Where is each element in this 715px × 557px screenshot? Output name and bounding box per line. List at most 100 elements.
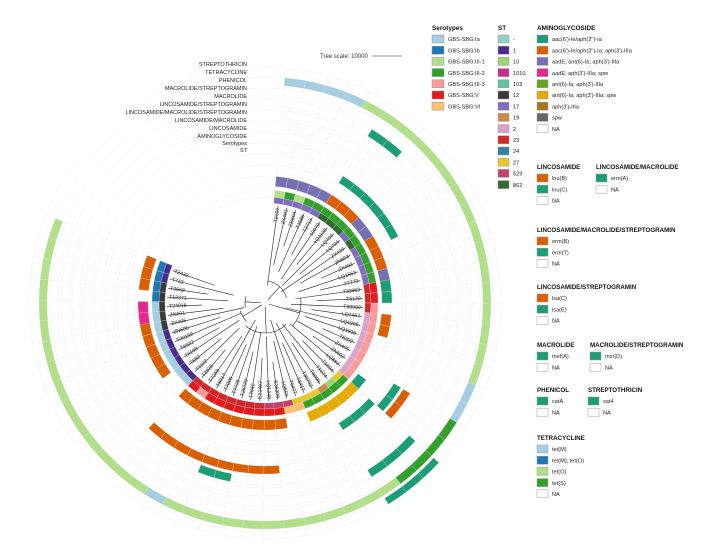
branch-line xyxy=(278,213,305,272)
ring-cell-empty xyxy=(435,269,447,288)
ring-cell-empty xyxy=(435,319,447,337)
legend-swatch xyxy=(595,173,608,183)
ring-cell-empty xyxy=(314,475,334,490)
ring-cell-empty xyxy=(104,359,119,378)
ring-cell-filled xyxy=(158,301,166,312)
ring-cell-empty xyxy=(115,287,125,302)
legend-swatch xyxy=(497,169,510,178)
ring-cell-filled xyxy=(216,459,234,471)
branch-line xyxy=(183,319,240,358)
ring-cell-empty xyxy=(432,335,445,354)
ring-cell-empty xyxy=(485,238,498,262)
legend-title: ST xyxy=(498,25,506,32)
legend-title: LINCOSAMIDE/MACROLIDE/STREPTOGRAMIN xyxy=(537,227,676,234)
ring-cell-empty xyxy=(299,491,320,504)
legend-swatch xyxy=(536,90,549,100)
ring-cell-empty xyxy=(90,234,104,254)
legend-swatch xyxy=(497,45,510,55)
ring-cell-empty xyxy=(276,441,292,452)
legend-title: LINCOSAMIDE/MACROLIDE xyxy=(596,164,679,171)
branch-line xyxy=(245,301,262,304)
ring-cell-empty xyxy=(127,313,138,327)
legend-swatch xyxy=(431,57,445,66)
legend-item-label: 27 xyxy=(513,160,519,166)
legend-item-label: aph(3')-IIIa xyxy=(552,104,580,110)
ring-cell-empty xyxy=(126,301,136,315)
legends: SerotypesGBS-SBG:IaGBS-SBG:IbGBS-SBG:III… xyxy=(431,25,684,499)
ring-cell-empty xyxy=(492,303,502,326)
legend-swatch xyxy=(431,34,445,44)
ring-cell-empty xyxy=(442,337,455,357)
legend-item-label: msr(D) xyxy=(605,354,622,360)
ring-cell-empty xyxy=(299,424,315,437)
legend-swatch xyxy=(536,489,549,499)
ring-cell-empty xyxy=(227,484,247,496)
ring-cell-filled xyxy=(273,407,286,416)
ring-cell-filled xyxy=(38,279,49,301)
ring-cell-empty xyxy=(38,214,53,238)
ring-cell-empty xyxy=(279,474,298,485)
ring-cell-empty xyxy=(207,490,228,504)
legend-item-label: NA xyxy=(552,262,560,268)
ring-cell-empty xyxy=(49,300,59,321)
ring-cell-empty xyxy=(317,485,338,500)
legend-swatch xyxy=(536,478,549,487)
legend-swatch xyxy=(497,180,510,189)
tip-label: T26729 xyxy=(240,378,250,397)
ring-cell-empty xyxy=(101,238,115,257)
ring-cell-empty xyxy=(432,252,445,272)
branch-line xyxy=(268,303,300,314)
legend-swatch xyxy=(536,362,549,372)
ring-cell-empty xyxy=(205,444,223,457)
branch-line xyxy=(291,342,321,385)
legend-swatch xyxy=(589,362,602,372)
ring-cell-empty xyxy=(107,256,120,274)
legend-swatch xyxy=(536,304,549,314)
ring-label: LINCOSAMIDE/MACROLIDE xyxy=(175,118,247,124)
ring-cell-empty xyxy=(453,339,466,360)
legend-swatch xyxy=(536,396,549,406)
ring-cell-empty xyxy=(400,328,412,345)
legend-item-label: GBS-SBG:III-2 xyxy=(448,71,485,77)
ring-cell-empty xyxy=(392,277,403,292)
legend-item-label: 1010 xyxy=(513,71,525,77)
legend-item-label: NA xyxy=(552,365,560,371)
tip-label: LQ2457 xyxy=(341,311,360,320)
ring-cell-filled xyxy=(474,240,488,264)
ring-cell-empty xyxy=(137,289,149,302)
ring-cell-filled xyxy=(252,419,265,431)
tip-label: ZX406 xyxy=(171,318,187,327)
branch-line xyxy=(250,331,262,401)
ring-label: MACROLIDE/STREPTOGRAMIN xyxy=(165,86,247,92)
branch-line xyxy=(172,270,215,286)
legend-item-label: aac(6')-Ie/aph(2'')-Ia; aph(3')-IIIa xyxy=(552,48,633,54)
ring-cell-empty xyxy=(389,326,401,342)
legend-swatch xyxy=(497,135,510,145)
ring-cell-empty xyxy=(305,444,323,458)
ring-label: Serotypes xyxy=(222,141,247,147)
ring-cell-empty xyxy=(305,70,329,83)
ring-cell-empty xyxy=(118,327,130,343)
legend-item-label: tet(M); tet(O) xyxy=(552,458,584,464)
ring-cell-empty xyxy=(410,330,423,348)
legend-swatch xyxy=(497,157,510,167)
ring-cell-empty xyxy=(288,167,303,178)
legend-swatch xyxy=(497,68,510,77)
ring-cell-empty xyxy=(54,241,67,263)
legend-item-label: tet(M) xyxy=(552,447,567,453)
ring-cell-empty xyxy=(437,353,451,374)
tip-label: E36309 xyxy=(272,380,280,399)
ring-cell-empty xyxy=(449,302,459,322)
legend-item-label: 24 xyxy=(513,149,519,155)
ring-cell-empty xyxy=(230,473,248,485)
legend-swatch xyxy=(536,467,549,476)
ring-cell-empty xyxy=(463,341,477,363)
ring-cell-empty xyxy=(28,277,38,301)
branch-line xyxy=(241,351,254,399)
ring-cell-filled xyxy=(156,260,167,273)
ring-cell-filled xyxy=(263,465,280,475)
